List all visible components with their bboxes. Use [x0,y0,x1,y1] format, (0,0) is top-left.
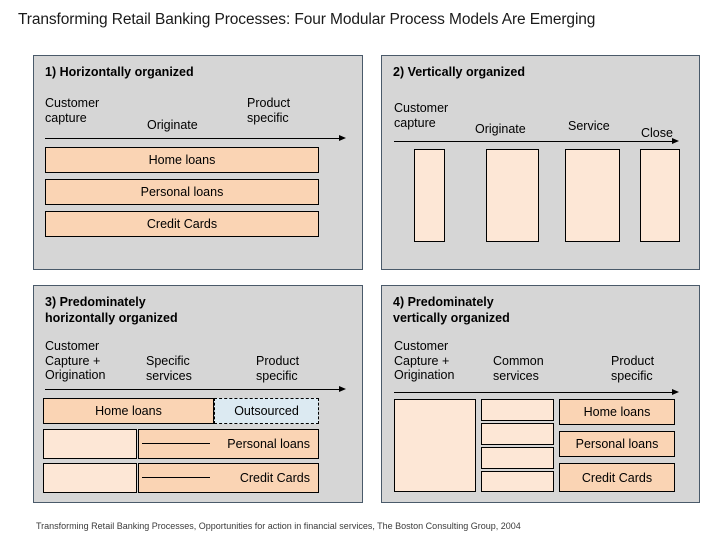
panel-predominately-horizontally-organized: 3) Predominately horizontally organized … [33,285,363,503]
panel-1-bar-home-loans[interactable]: Home loans [45,147,319,173]
panel-4-common-service-2[interactable] [481,423,554,445]
panel-3-process-arrow-head [339,385,346,392]
page-title: Transforming Retail Banking Processes: F… [18,11,596,28]
panel-horizontally-organized: 1) Horizontally organized Customer captu… [33,55,363,270]
panel-2-column-customer-capture[interactable] [414,149,445,242]
panel-2-stage-label-close: Close [641,126,673,140]
panel-4-product-credit-cards[interactable]: Credit Cards [559,463,675,492]
panel-4-common-service-4[interactable] [481,471,554,492]
panel-2-heading: 2) Vertically organized [393,65,525,79]
panel-3-stage-label-product-specific: Product specific [256,354,300,383]
panel-3-row-3-connector [142,477,210,478]
panel-3-row-2-personal-loans[interactable]: Personal loans [138,429,319,459]
panel-3-row-1-home-loans[interactable]: Home loans [43,398,214,424]
panel-4-process-arrow-head [672,388,679,395]
panel-2-stage-label-service: Service [568,119,610,133]
panel-3-row-2-connector [142,443,210,444]
panel-3-stage-label-specific-services: Specific services [146,354,192,383]
panel-1-bar-credit-cards[interactable]: Credit Cards [45,211,319,237]
panel-3-heading: 3) Predominately horizontally organized [45,295,178,325]
panel-1-process-arrow-line [45,138,342,139]
panel-3-process-arrow-line [45,389,342,390]
panel-4-stage-label-common-services: Common services [493,354,544,383]
panel-3-row-2-left-segment[interactable] [43,429,137,459]
panel-4-common-service-3[interactable] [481,447,554,469]
panel-3-row-1-outsourced[interactable]: Outsourced [214,398,319,424]
panel-2-column-close[interactable] [640,149,680,242]
panel-2-stage-label-customer-capture: Customer capture [394,101,449,130]
panel-1-stage-label-originate: Originate [147,118,198,132]
panel-4-common-service-1[interactable] [481,399,554,421]
panel-3-row-3-left-segment[interactable] [43,463,137,493]
panel-2-process-arrow-head [672,137,679,144]
panel-4-product-personal-loans[interactable]: Personal loans [559,431,675,457]
source-footnote: Transforming Retail Banking Processes, O… [36,521,521,531]
panel-2-stage-label-originate: Originate [475,122,526,136]
panel-4-stage-label-customer-capture-origination: Customer Capture + Origination [394,339,455,382]
panel-2-column-service[interactable] [565,149,620,242]
panel-1-bar-personal-loans[interactable]: Personal loans [45,179,319,205]
panel-1-heading: 1) Horizontally organized [45,65,194,79]
panel-4-process-arrow-line [394,392,675,393]
panel-1-stage-label-product-specific: Product specific [247,96,291,125]
panel-3-row-3-credit-cards[interactable]: Credit Cards [138,463,319,493]
panel-1-process-arrow-head [339,134,346,141]
panel-4-customer-capture-origination-block[interactable] [394,399,476,492]
panel-4-heading: 4) Predominately vertically organized [393,295,510,325]
panel-2-column-originate[interactable] [486,149,539,242]
panel-vertically-organized: 2) Vertically organized Customer capture… [381,55,700,270]
panel-2-process-arrow-line [394,141,675,142]
panel-4-product-home-loans[interactable]: Home loans [559,399,675,425]
panel-1-stage-label-customer-capture: Customer capture [45,96,100,125]
panel-predominately-vertically-organized: 4) Predominately vertically organized Cu… [381,285,700,503]
panel-4-stage-label-product-specific: Product specific [611,354,655,383]
panel-3-stage-label-customer-capture-origination: Customer Capture + Origination [45,339,106,382]
